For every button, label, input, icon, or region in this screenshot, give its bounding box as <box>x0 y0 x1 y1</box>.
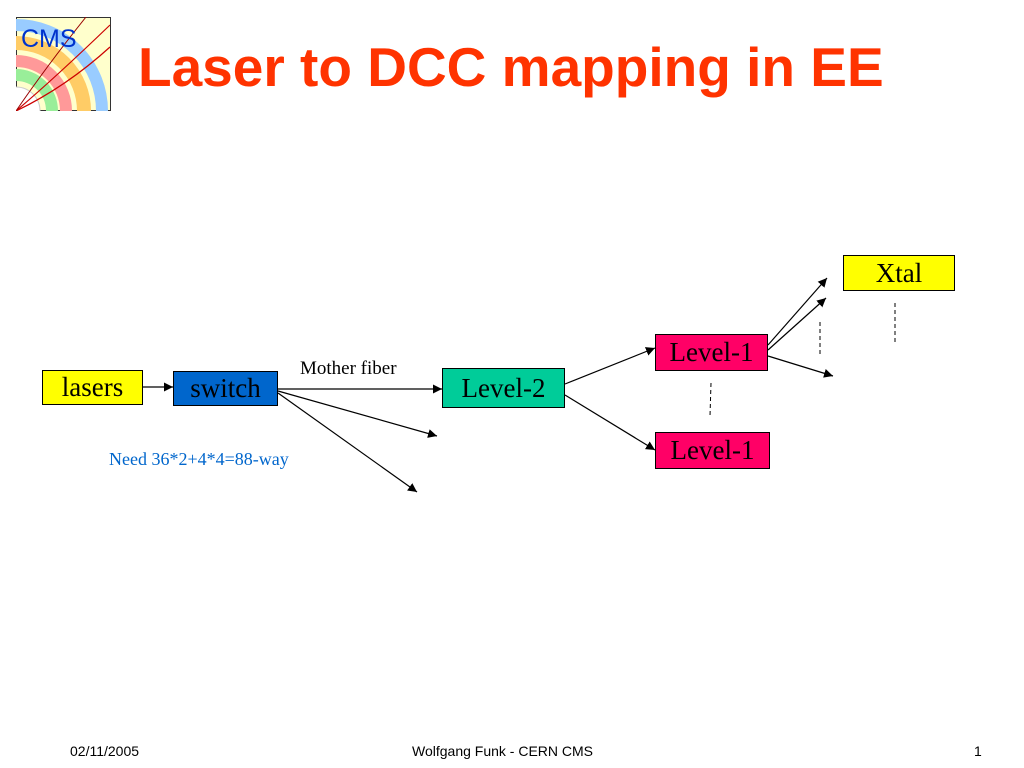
node-level1-bottom: Level-1 <box>655 432 770 469</box>
arrow-level1-to-xtal-2 <box>767 297 827 351</box>
cms-logo-text: CMS <box>21 25 77 53</box>
arrow-level2-to-level1-top <box>564 347 656 385</box>
slide-title: Laser to DCC mapping in EE <box>138 36 884 98</box>
node-switch-label: switch <box>190 373 261 403</box>
node-level1-top: Level-1 <box>655 334 768 371</box>
arrow-level2-to-level1-bottom <box>564 394 656 451</box>
note-need-88-way: Need 36*2+4*4=88-way <box>109 449 289 469</box>
node-level2: Level-2 <box>442 368 565 408</box>
dashed-ellipsis-level1 <box>709 382 712 417</box>
arrow-level1-to-xtal-3 <box>767 355 834 378</box>
node-lasers-label: lasers <box>61 372 124 402</box>
arrow-switch-branch-1 <box>277 390 438 438</box>
footer-page-number: 1 <box>974 743 982 759</box>
cms-logo: CMS <box>16 17 111 111</box>
node-xtal-label: Xtal <box>875 257 923 288</box>
node-switch: switch <box>173 371 278 406</box>
node-level1-top-label: Level-1 <box>669 337 754 367</box>
node-lasers: lasers <box>42 370 143 405</box>
footer-date: 02/11/2005 <box>70 743 140 759</box>
node-xtal: Xtal <box>843 255 955 291</box>
edge-label-mother-fiber: Mother fiber <box>300 358 397 379</box>
arrow-level1-to-xtal-1 <box>767 277 828 346</box>
node-level2-label: Level-2 <box>461 372 546 403</box>
footer-author: Wolfgang Funk - CERN CMS <box>412 743 594 759</box>
arrow-switch-branch-2 <box>277 392 418 493</box>
node-level1-bottom-label: Level-1 <box>670 435 755 465</box>
